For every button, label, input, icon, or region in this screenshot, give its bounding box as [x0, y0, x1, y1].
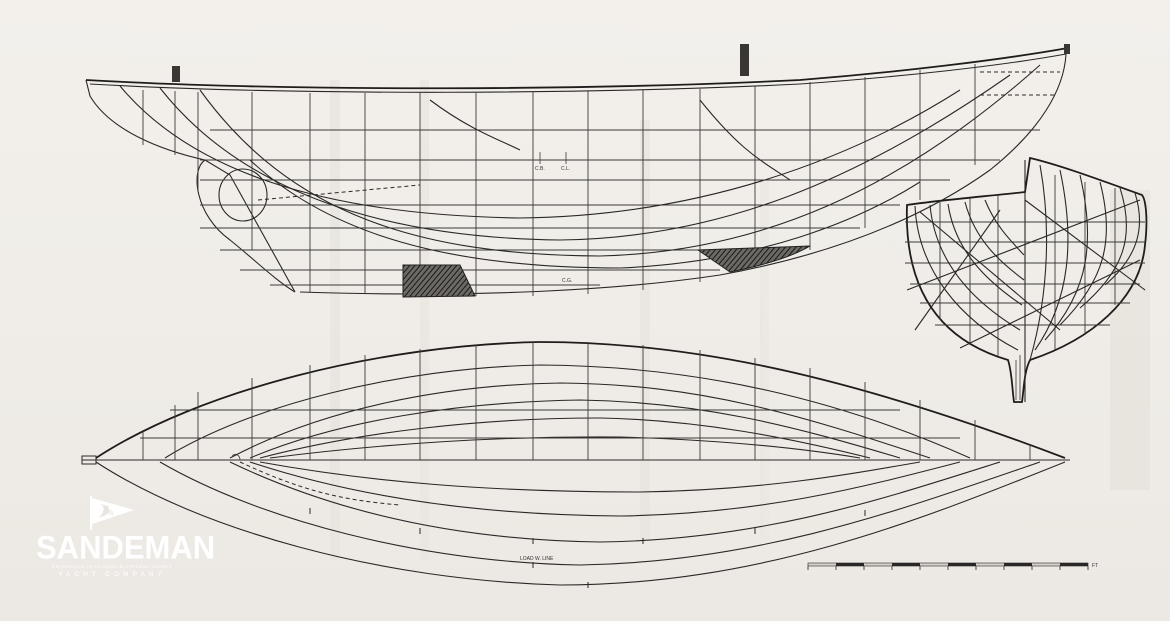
ballast-hatch-fwd	[696, 245, 811, 273]
center-buoyancy-mark: C.B.	[535, 166, 545, 172]
brand-subtitle: YACHT COMPANY	[58, 571, 166, 578]
half-breadth-stations-top	[142, 342, 1031, 460]
half-breadth-ticks-bottom	[309, 508, 866, 588]
center-lateral-mark: C.L.	[561, 166, 570, 172]
brand-name: SANDEMAN	[36, 529, 216, 566]
load-waterline-label: LOAD W. LINE	[520, 556, 554, 562]
center-gravity-mark: C.G.	[562, 278, 572, 284]
sheer-stations	[142, 64, 976, 296]
sandeman-watermark: & SANDEMAN BROKERAGE OF CLASSIC & VINTAG…	[36, 496, 216, 580]
sheer-plan: C.B. C.L. C.G.	[85, 44, 1070, 298]
svg-text:&: &	[108, 508, 115, 517]
bleed-through-text	[330, 80, 1150, 560]
ballast-hatch-aft	[402, 264, 476, 298]
scale-bar-unit: FT	[1092, 563, 1098, 569]
mast-stub	[740, 44, 749, 76]
scale-bar: FT	[807, 562, 1098, 570]
pennant-flag-icon: &	[90, 496, 134, 530]
body-plan	[905, 156, 1148, 403]
brand-tagline: BROKERAGE OF CLASSIC & VINTAGE YACHTS	[52, 564, 172, 569]
stern-post-stub	[172, 66, 180, 82]
half-breadth-plan: LOAD W. LINE	[81, 341, 1070, 588]
